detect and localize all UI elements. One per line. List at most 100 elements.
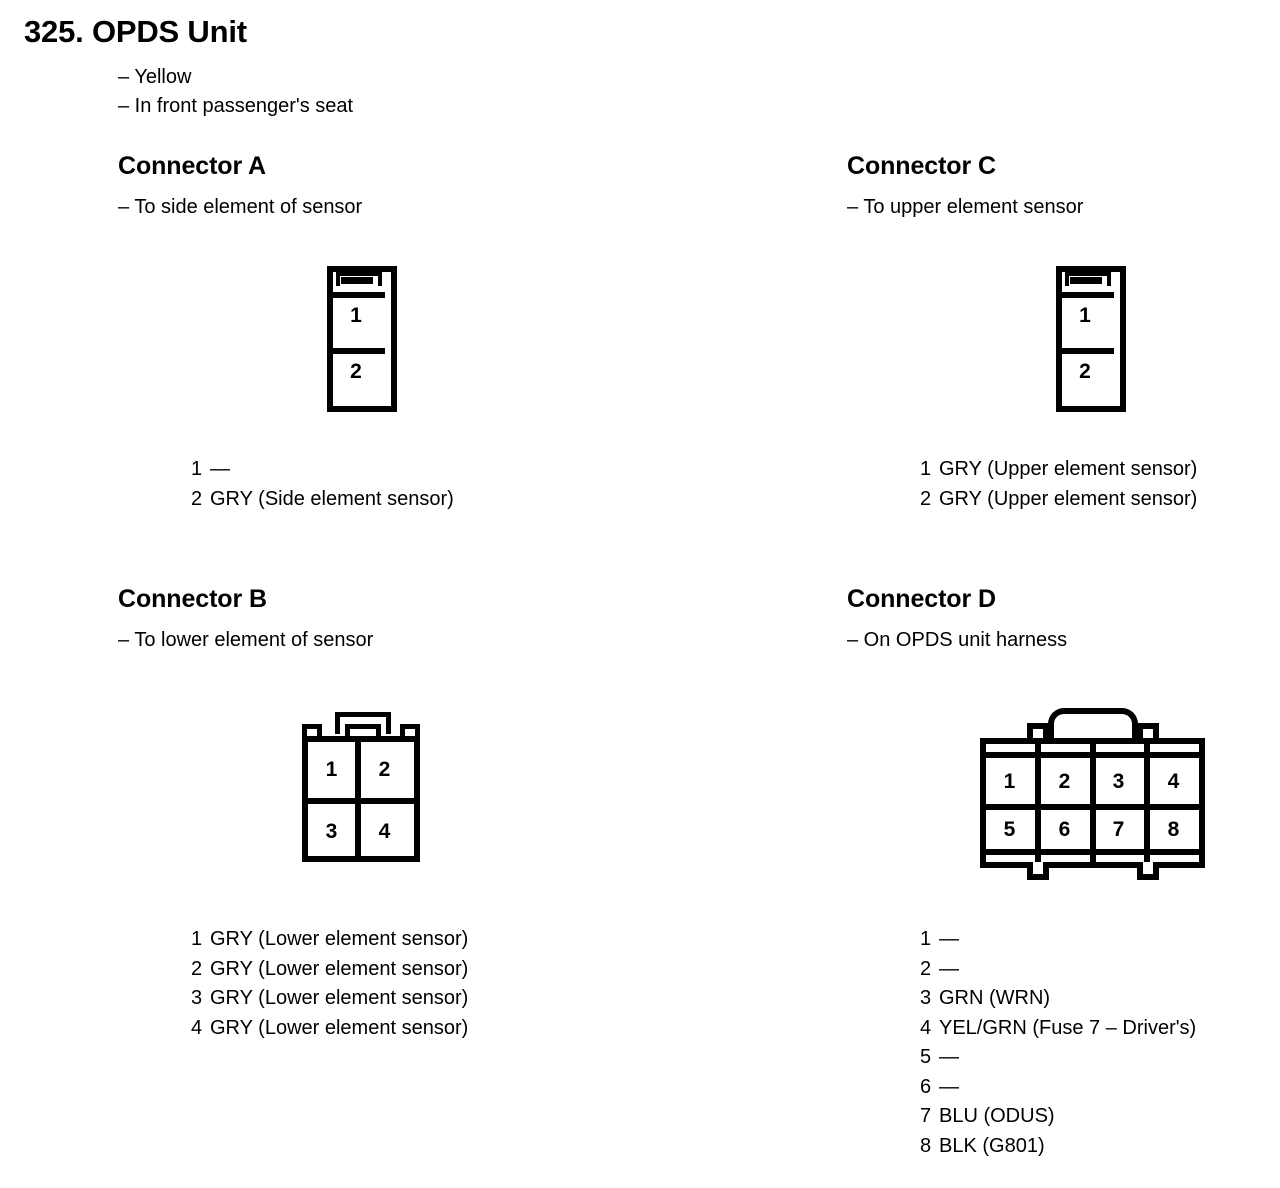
pin-number: 3: [191, 987, 203, 1009]
connector-d-cell-1: 1: [1003, 770, 1016, 793]
connector-c-shell: [1056, 266, 1126, 412]
pin-row: 1 GRY (Lower element sensor): [191, 925, 468, 955]
connector-d-bail: [1048, 708, 1138, 738]
connector-d-title: Connector D: [847, 585, 996, 613]
pin-row: 1—: [920, 925, 1196, 955]
connector-b-divider-horizontal: [302, 798, 420, 804]
connector-a-diagram: 1 2: [327, 266, 397, 412]
connector-d-diagram: 1 2 3 4 5 6 7 8: [980, 708, 1205, 898]
connector-d-divider-horizontal: [980, 804, 1205, 810]
connector-b-subtitle: – To lower element of sensor: [118, 629, 374, 651]
connector-b-cell-4: 4: [378, 820, 391, 843]
connector-b-cell-3: 3: [325, 820, 338, 843]
connector-b-cell-2: 2: [378, 758, 391, 781]
connector-c-latch-slot: [1070, 277, 1102, 284]
connector-c-section: Connector C – To upper element sensor: [847, 152, 1083, 219]
connector-d-cell-5: 5: [1003, 818, 1016, 841]
connector-b-cell-1: 1: [325, 758, 338, 781]
connector-a-section: Connector A – To side element of sensor: [118, 152, 362, 219]
page-title: 325. OPDS Unit: [24, 14, 247, 49]
pin-value: —: [939, 1075, 959, 1098]
connector-a-shell: [327, 266, 397, 412]
pin-value: GRY (Upper element sensor): [939, 487, 1198, 510]
connector-d-cell-2: 2: [1058, 770, 1071, 793]
pin-value: GRY (Lower element sensor): [210, 928, 469, 950]
pin-number: 6: [920, 1075, 932, 1098]
connector-c-cell-2: 2: [1079, 360, 1091, 383]
connector-c-divider-mid: [1056, 348, 1114, 354]
connector-a-divider-mid: [327, 348, 385, 354]
pin-number: 2: [191, 487, 203, 510]
connector-d-section: Connector D – On OPDS unit harness: [847, 585, 1067, 652]
connector-c-divider-top: [1056, 292, 1114, 298]
pin-number: 1: [920, 458, 932, 480]
pin-value: —: [210, 458, 230, 480]
page-note-location: – In front passenger's seat: [118, 95, 354, 117]
pin-value: —: [939, 957, 959, 980]
pin-number: 1: [191, 458, 203, 480]
pin-value: BLK (G801): [939, 1134, 1045, 1157]
connector-d-tab-top-left: [1027, 723, 1049, 741]
connector-d-divider-v2: [1090, 738, 1096, 868]
pin-row: 2—: [920, 955, 1196, 985]
pin-number: 2: [191, 957, 203, 980]
pin-value: —: [939, 1046, 959, 1068]
pin-number: 8: [920, 1134, 932, 1157]
pin-number: 1: [920, 928, 932, 950]
connector-b-section: Connector B – To lower element of sensor: [118, 585, 373, 652]
page-note-color: – Yellow: [118, 66, 192, 88]
connector-a-title: Connector A: [118, 152, 266, 180]
connector-a-divider-top: [327, 292, 385, 298]
pin-row: 2 GRY (Upper element sensor): [920, 485, 1197, 515]
connector-a-latch-slot: [341, 277, 373, 284]
pin-value: GRY (Lower element sensor): [210, 987, 469, 1009]
pin-number: 1: [191, 928, 203, 950]
pin-number: 3: [920, 987, 932, 1009]
connector-d-cell-8: 8: [1167, 818, 1180, 841]
pin-value: BLU (ODUS): [939, 1105, 1055, 1127]
pin-value: GRN (WRN): [939, 987, 1051, 1009]
connector-d-cell-3: 3: [1112, 770, 1125, 793]
pin-value: YEL/GRN (Fuse 7 – Driver's): [939, 1016, 1197, 1039]
pin-row: 1 GRY (Upper element sensor): [920, 455, 1197, 485]
connector-d-tab-bottom-left: [1027, 862, 1049, 880]
connector-d-tab-bottom-right: [1137, 862, 1159, 880]
pin-row: 6—: [920, 1073, 1196, 1103]
connector-a-subtitle: – To side element of sensor: [118, 196, 363, 218]
connector-a-latch-outline: [336, 272, 382, 286]
pin-value: —: [939, 928, 959, 950]
pin-value: GRY (Side element sensor): [210, 487, 454, 510]
pin-row: 3 GRN (WRN): [920, 984, 1196, 1014]
pin-number: 4: [920, 1016, 932, 1039]
connector-b-diagram: 1 2 3 4: [302, 712, 420, 862]
connector-a-cell-1: 1: [350, 304, 362, 327]
pin-row: 5—: [920, 1043, 1196, 1073]
pin-row: 8 BLK (G801): [920, 1132, 1196, 1162]
connector-d-divider-v1: [1035, 738, 1041, 868]
connector-c-title: Connector C: [847, 152, 996, 180]
pin-row: 1—: [191, 455, 454, 485]
pin-row: 3 GRY (Lower element sensor): [191, 984, 468, 1014]
pin-row: 4 YEL/GRN (Fuse 7 – Driver's): [920, 1014, 1196, 1044]
connector-a-cell-2: 2: [350, 360, 362, 383]
connector-d-cell-7: 7: [1112, 818, 1125, 841]
connector-d-tab-top-right: [1137, 723, 1159, 741]
connector-d-divider-v3: [1144, 738, 1150, 868]
pin-number: 5: [920, 1046, 932, 1068]
pin-number: 2: [920, 957, 932, 980]
pin-number: 2: [920, 487, 932, 510]
connector-d-subtitle: – On OPDS unit harness: [847, 629, 1068, 651]
connector-c-latch-outline: [1065, 272, 1111, 286]
connector-c-cell-1: 1: [1079, 304, 1091, 327]
pin-value: GRY (Upper element sensor): [939, 458, 1198, 480]
pin-value: GRY (Lower element sensor): [210, 1016, 469, 1039]
connector-d-cell-4: 4: [1167, 770, 1180, 793]
connector-d-cell-6: 6: [1058, 818, 1071, 841]
